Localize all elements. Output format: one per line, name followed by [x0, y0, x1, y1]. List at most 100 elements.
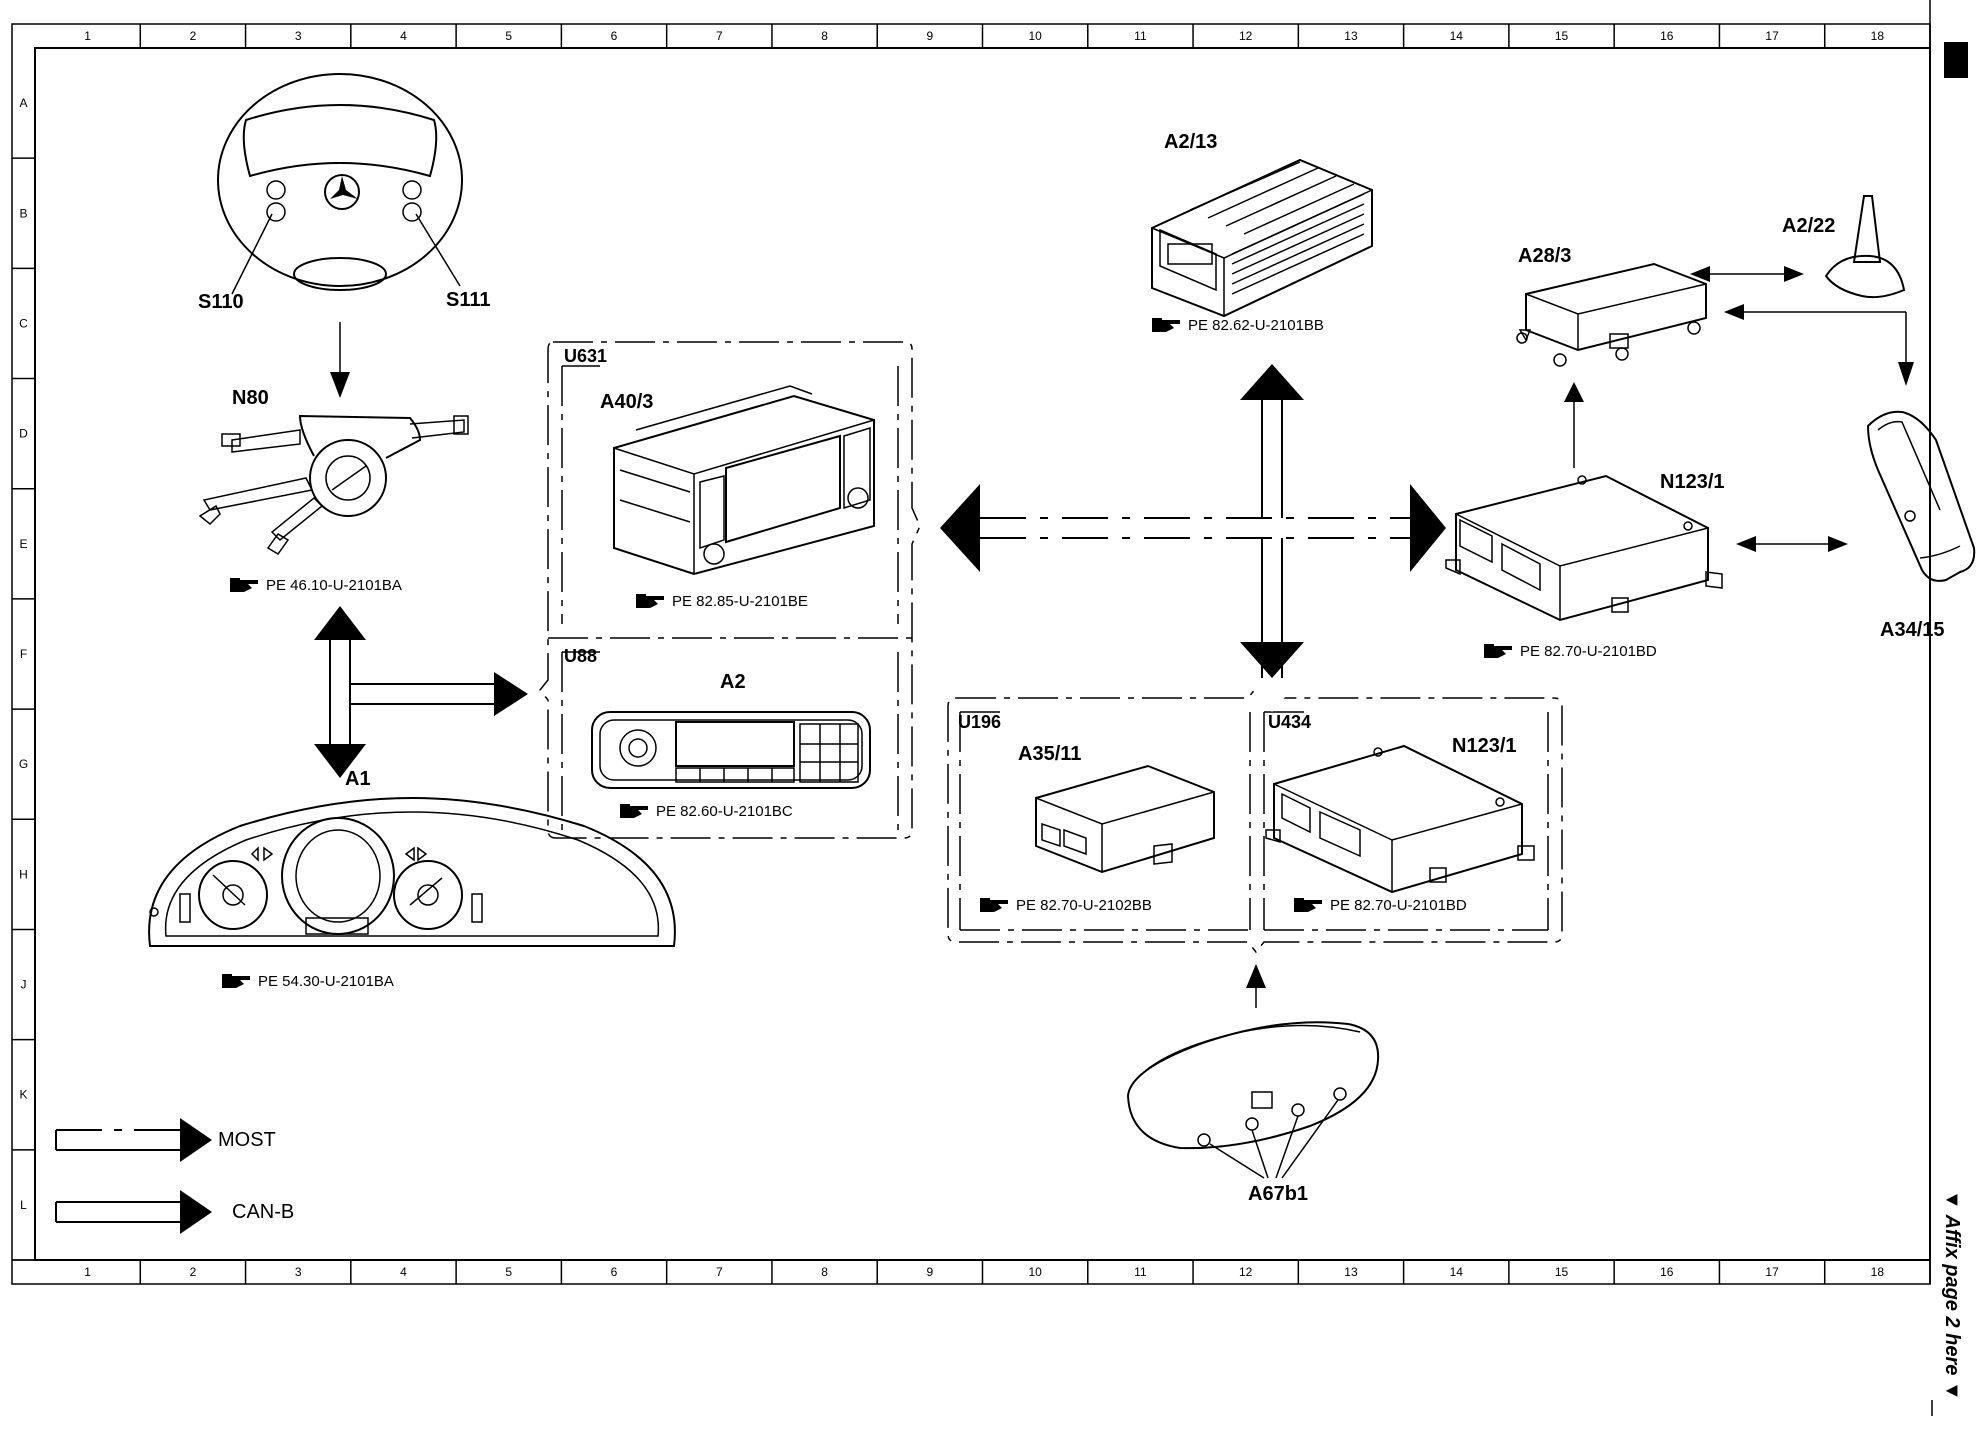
column-index: 9	[927, 1265, 934, 1279]
column-index: 6	[611, 1265, 618, 1279]
pointing-hand-icon	[230, 578, 258, 592]
column-index: 18	[1871, 1265, 1885, 1279]
can-b-link-left	[314, 606, 528, 778]
column-index: 8	[821, 1265, 828, 1279]
reference-n80: PE 46.10-U-2101BA	[230, 577, 402, 594]
row-index: J	[21, 978, 27, 992]
row-index: H	[19, 867, 28, 881]
drawing-frame	[11, 0, 1931, 1285]
row-index: G	[19, 757, 28, 771]
column-index: 8	[821, 29, 828, 43]
pointing-hand-icon	[980, 898, 1008, 912]
column-index: 1	[84, 29, 91, 43]
column-index: 11	[1134, 29, 1147, 43]
column-index: 2	[190, 29, 197, 43]
reference-a2: PE 82.60-U-2101BC	[620, 803, 793, 820]
a35-11-module-drawing	[1035, 764, 1215, 874]
ref-text-n123-1-box: PE 82.70-U-2101BD	[1330, 897, 1467, 914]
reference-n123-1-top: PE 82.70-U-2101BD	[1484, 643, 1657, 660]
column-index: 14	[1450, 29, 1464, 43]
column-index: 10	[1028, 1265, 1042, 1279]
row-index: K	[19, 1088, 27, 1102]
legend-most-label: MOST	[218, 1129, 276, 1151]
column-index: 17	[1765, 1265, 1779, 1279]
column-index: 2	[190, 1265, 197, 1279]
a67b1-overhead-drawing	[1126, 1021, 1380, 1179]
a2-13-amplifier-drawing	[1151, 158, 1373, 318]
row-index: E	[19, 537, 27, 551]
reference-a40-3: PE 82.85-U-2101BE	[636, 593, 808, 610]
legend-most: MOST	[55, 1118, 276, 1162]
column-index: 6	[611, 29, 618, 43]
steering-wheel-drawing	[217, 73, 463, 295]
label-a2-22: A2/22	[1782, 215, 1835, 237]
legend: MOST CAN-B	[55, 1118, 294, 1234]
row-index: C	[19, 316, 28, 330]
box-label-u88: U88	[564, 646, 597, 666]
box-label-u631: U631	[564, 346, 607, 366]
reference-n123-1-box: PE 82.70-U-2101BD	[1294, 897, 1467, 914]
row-index: L	[20, 1198, 27, 1212]
row-index: D	[19, 427, 28, 441]
n123-1-a28-3-link	[1564, 382, 1584, 468]
a2-radio-drawing	[591, 711, 871, 789]
group-box-u196-u434	[947, 686, 1563, 954]
column-index: 4	[400, 1265, 407, 1279]
a28-3-a2-22-link	[1690, 266, 1914, 386]
ref-text-a40-3: PE 82.85-U-2101BE	[672, 593, 808, 610]
legend-can-b: CAN-B	[55, 1190, 294, 1234]
legend-can-b-label: CAN-B	[232, 1201, 294, 1223]
column-index: 5	[505, 1265, 512, 1279]
ref-text-a1: PE 54.30-U-2101BA	[258, 973, 394, 990]
column-index: 5	[505, 29, 512, 43]
label-a2-13: A2/13	[1164, 131, 1217, 153]
label-a67b1: A67b1	[1248, 1183, 1308, 1205]
most-bus-cross	[940, 346, 1446, 712]
label-n123-1-top: N123/1	[1660, 471, 1725, 493]
column-index: 4	[400, 29, 407, 43]
pointing-hand-icon	[636, 594, 664, 608]
label-s111: S111	[446, 289, 491, 311]
column-index: 7	[716, 1265, 723, 1279]
label-a35-11: A35/11	[1018, 743, 1081, 765]
label-a28-3: A28/3	[1518, 245, 1571, 267]
affix-note: ▼ Affix page 2 here ▼	[1941, 1190, 1963, 1401]
n123-1-a34-15-link	[1736, 536, 1848, 552]
column-index: 12	[1239, 29, 1253, 43]
column-index: 15	[1555, 1265, 1569, 1279]
ref-text-n80: PE 46.10-U-2101BA	[266, 577, 402, 594]
column-index: 3	[295, 1265, 302, 1279]
column-index: 13	[1344, 1265, 1358, 1279]
column-index: 16	[1660, 1265, 1674, 1279]
box-label-u434: U434	[1268, 712, 1311, 732]
ref-text-a35-11: PE 82.70-U-2102BB	[1016, 897, 1152, 914]
pointing-hand-icon	[1294, 898, 1322, 912]
row-index: A	[19, 96, 27, 110]
column-index: 9	[927, 29, 934, 43]
pointing-hand-icon	[222, 974, 250, 988]
column-index: 16	[1660, 29, 1674, 43]
column-index: 11	[1134, 1265, 1147, 1279]
a40-3-display-unit-drawing	[613, 385, 875, 576]
reference-a1: PE 54.30-U-2101BA	[222, 973, 394, 990]
a34-15-component-drawing	[1866, 410, 1976, 582]
pointing-hand-icon	[1484, 644, 1512, 658]
ref-text-a2-13: PE 82.62-U-2101BB	[1188, 317, 1324, 334]
column-index: 7	[716, 29, 723, 43]
group-box-u631-u88	[539, 341, 921, 839]
page-marker	[1944, 42, 1968, 78]
row-index: B	[19, 206, 27, 220]
label-a2: A2	[720, 671, 746, 693]
pointing-hand-icon	[1152, 318, 1180, 332]
a67b1-link	[1246, 964, 1266, 1008]
column-index: 10	[1028, 29, 1042, 43]
steering-column-module-drawing	[198, 414, 469, 555]
column-index: 17	[1765, 29, 1779, 43]
n123-1-top-module-drawing	[1445, 474, 1723, 622]
a28-3-module-drawing	[1516, 262, 1707, 367]
reference-a35-11: PE 82.70-U-2102BB	[980, 897, 1152, 914]
